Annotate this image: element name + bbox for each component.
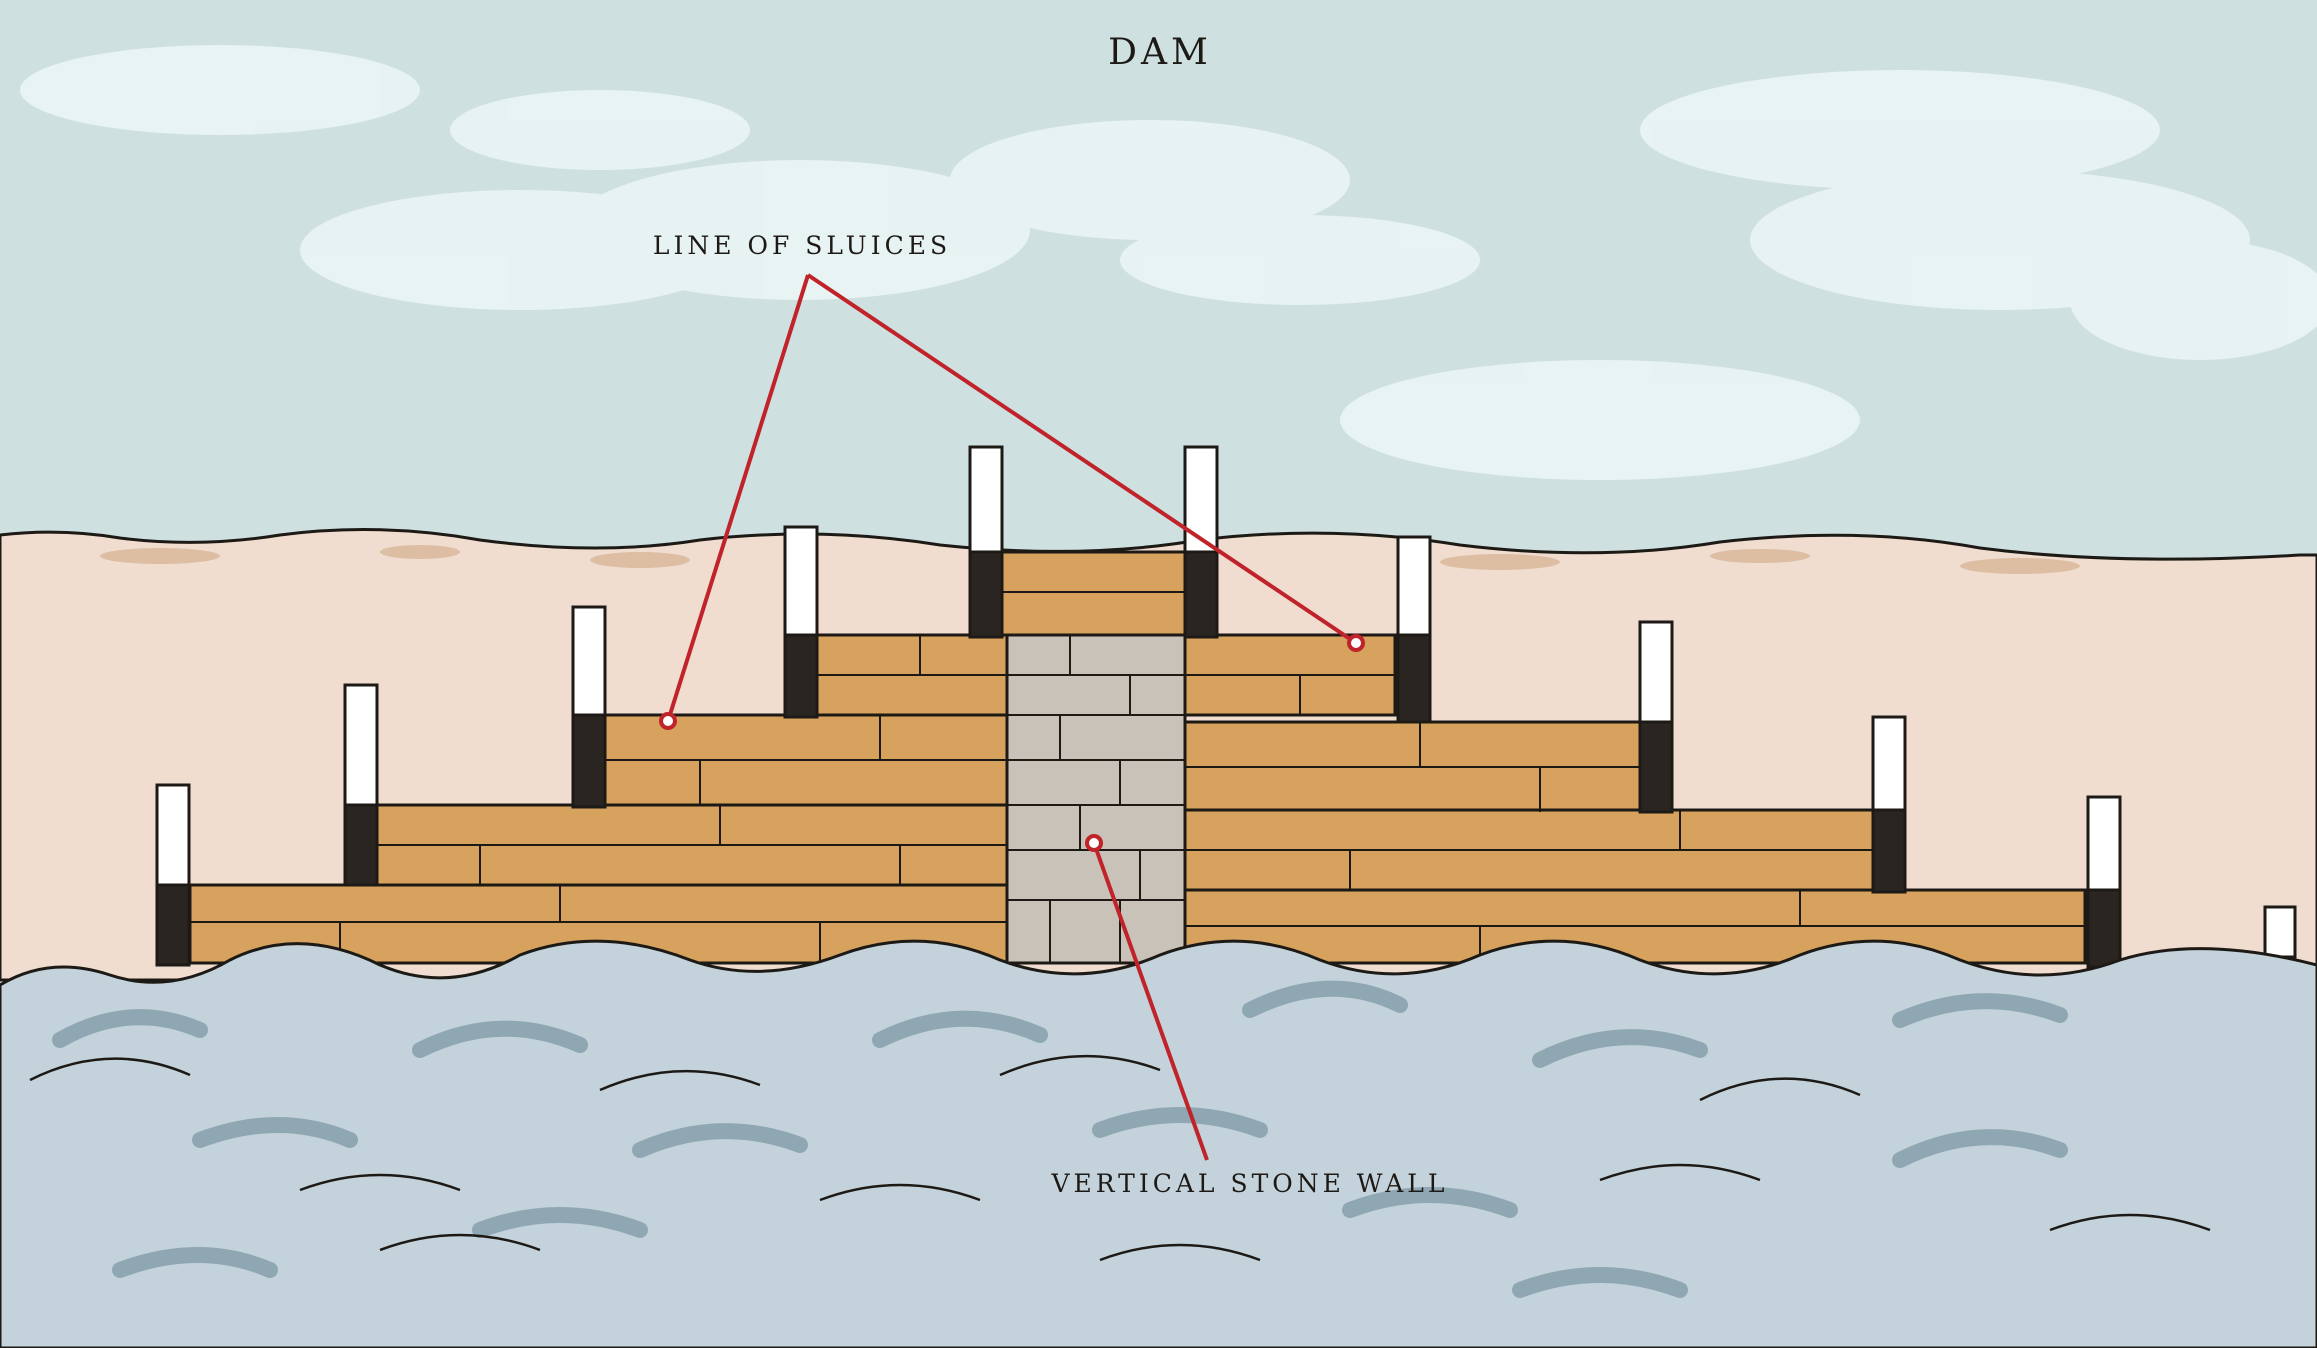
wall-leader — [1092, 842, 1209, 1161]
plank-seams — [190, 591, 2085, 963]
leader-lines — [666, 273, 1358, 1161]
sluice-posts — [155, 445, 2297, 969]
label-line-of-sluices: LINE OF SLUICES — [653, 231, 951, 260]
clouds — [20, 45, 2317, 480]
dam — [155, 445, 2297, 969]
wave-marks — [52, 980, 2068, 1298]
stone-courses — [1007, 635, 1185, 963]
sluice-marker-left — [659, 712, 677, 730]
diagram-title: DAM — [1108, 32, 1212, 73]
sluices-leader-left — [666, 274, 810, 722]
timber-top — [998, 550, 1187, 637]
wall-marker — [1085, 834, 1103, 852]
sluices-leader-right — [806, 273, 1358, 645]
label-vertical-stone-wall: VERTICAL STONE WALL — [1050, 1169, 1448, 1198]
wave-lines — [29, 1054, 2211, 1262]
leader-points — [659, 634, 1365, 852]
stone-wall — [1005, 633, 1187, 965]
sluice-marker-right — [1347, 634, 1365, 652]
